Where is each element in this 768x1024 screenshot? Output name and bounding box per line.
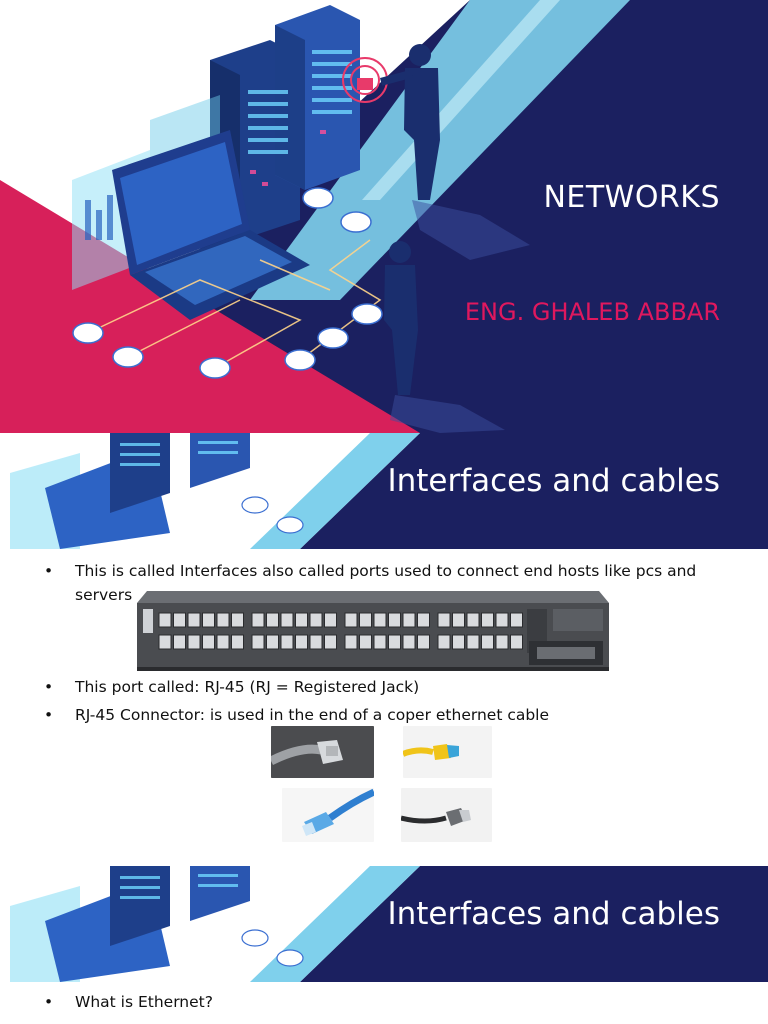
ethernet-port xyxy=(187,612,201,628)
ethernet-port xyxy=(402,612,416,628)
ethernet-port xyxy=(216,634,230,650)
ethernet-port xyxy=(173,634,186,650)
presentation-title: NETWORKS xyxy=(543,180,720,215)
network-nodes xyxy=(72,187,383,379)
ethernet-port xyxy=(452,612,465,628)
ethernet-port xyxy=(466,634,480,650)
bullet-item: This port called: RJ-45 (RJ = Registered… xyxy=(44,675,724,699)
ethernet-port xyxy=(510,612,523,628)
gear-icon xyxy=(317,327,349,349)
grid-icon xyxy=(340,211,372,233)
ethernet-port xyxy=(481,634,494,650)
ethernet-port xyxy=(452,634,465,650)
ethernet-port xyxy=(388,634,401,650)
ethernet-port xyxy=(280,634,294,650)
ethernet-port xyxy=(158,612,172,628)
ethernet-port xyxy=(495,612,509,628)
ethernet-port xyxy=(251,612,265,628)
ethernet-port xyxy=(437,612,451,628)
ethernet-port xyxy=(466,612,480,628)
ethernet-port xyxy=(266,612,279,628)
ethernet-port xyxy=(158,634,172,650)
slide-header-banner: Interfaces and cables xyxy=(0,433,768,549)
ethernet-port xyxy=(295,634,308,650)
ethernet-port xyxy=(437,634,451,650)
ethernet-port xyxy=(417,612,430,628)
presentation-author: ENG. GHALEB ABBAR xyxy=(464,298,720,326)
dollar-icon xyxy=(112,346,144,368)
ethernet-port xyxy=(280,612,294,628)
slide-title: Interfaces and cables xyxy=(387,463,720,499)
laptop-graphic xyxy=(112,130,310,320)
ethernet-port xyxy=(359,612,372,628)
ethernet-slide: Interfaces and cables What is Ethernet? xyxy=(0,866,768,1024)
rj45-photo-yellow xyxy=(403,726,492,778)
rj45-photo-black xyxy=(401,788,492,842)
ethernet-port xyxy=(251,634,265,650)
ethernet-port xyxy=(344,634,358,650)
at-icon xyxy=(351,303,383,325)
bullet-list-2: This port called: RJ-45 (RJ = Registered… xyxy=(44,675,724,731)
ethernet-port xyxy=(359,634,372,650)
rj45-photo-blue xyxy=(282,788,374,842)
slide-header-banner: Interfaces and cables xyxy=(0,866,768,982)
bullet-item: This is called Interfaces also called po… xyxy=(44,559,724,607)
chart-icon xyxy=(199,357,231,379)
ethernet-port xyxy=(202,612,215,628)
pie-chart-icon xyxy=(284,349,316,371)
ethernet-port xyxy=(344,612,358,628)
ethernet-port xyxy=(373,612,387,628)
slide-title: Interfaces and cables xyxy=(387,896,720,932)
ethernet-port xyxy=(231,634,244,650)
bullet-list: This is called Interfaces also called po… xyxy=(44,559,724,611)
ethernet-port xyxy=(388,612,401,628)
title-slide-illustration xyxy=(0,0,768,433)
ethernet-port xyxy=(187,634,201,650)
ethernet-port xyxy=(231,612,244,628)
ethernet-port xyxy=(309,634,323,650)
businessmen-graphic xyxy=(379,44,440,395)
interfaces-slide: Interfaces and cables This is called Int… xyxy=(0,433,768,865)
ethernet-port xyxy=(373,634,387,650)
ethernet-port xyxy=(324,612,337,628)
ethernet-port xyxy=(202,634,215,650)
ethernet-port xyxy=(216,612,230,628)
bullet-list: What is Ethernet? xyxy=(44,990,724,1018)
ethernet-port xyxy=(402,634,416,650)
ethernet-port xyxy=(495,634,509,650)
rj45-photo-gray xyxy=(271,726,374,778)
ethernet-port xyxy=(266,634,279,650)
globe-icon xyxy=(72,322,104,344)
ethernet-port xyxy=(510,634,523,650)
bullet-item: What is Ethernet? xyxy=(44,990,724,1014)
title-slide: NETWORKS ENG. GHALEB ABBAR xyxy=(0,0,768,433)
ethernet-port xyxy=(417,634,430,650)
ethernet-port xyxy=(324,634,337,650)
ethernet-port xyxy=(173,612,186,628)
bullet-item: RJ-45 Connector: is used in the end of a… xyxy=(44,703,724,727)
ethernet-port xyxy=(481,612,494,628)
ethernet-port xyxy=(295,612,308,628)
network-switch-image xyxy=(137,591,609,671)
ethernet-port xyxy=(309,612,323,628)
device-icon xyxy=(302,187,334,209)
